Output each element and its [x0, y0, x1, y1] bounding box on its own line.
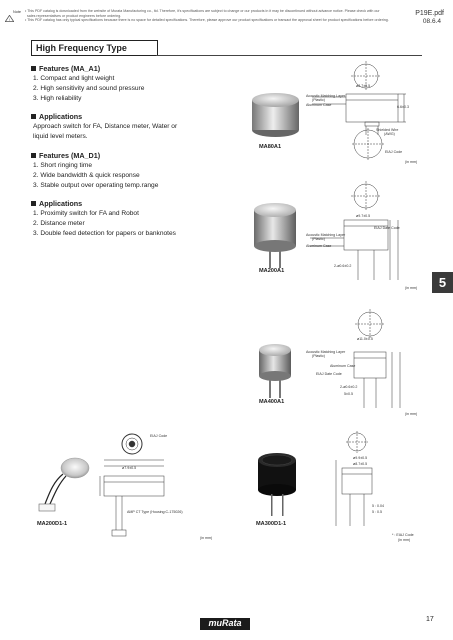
applications-d1-line-1: 1. Proximity switch for FA and Robot [33, 210, 139, 217]
applications-d1-heading: Applications [31, 199, 82, 208]
ma400a1-drawing [330, 308, 420, 423]
ma300d1-pitch2: 5 : 0.5 [372, 510, 382, 514]
ma200a1-photo [250, 200, 300, 275]
note-line-2: sales representatives or product enginee… [27, 13, 122, 18]
ma400a1-unit: (in mm) [405, 412, 418, 416]
ma200a1-label: MA200A1 [259, 268, 285, 274]
ma400a1-eiaj-date: EIAJ Date Code [316, 372, 342, 376]
ma300d1-dim-a: ø9.9±0.5 [353, 456, 368, 460]
ma80a1-case-label: Aluminum Case [306, 103, 332, 107]
features-a1-heading: Features (MA_A1) [31, 64, 100, 73]
ma200a1-case-label: Aluminum Case [306, 244, 332, 248]
ma400a1-dia: ø11.0±0.5 [357, 337, 373, 341]
page-number: 17 [426, 616, 434, 623]
features-a1-line-2: 2. High sensitivity and sound pressure [33, 85, 145, 92]
ma400a1-acoustic-label: Acoustic Matching Layer [306, 350, 346, 354]
ma200d1-eiaj-label: EIAJ Code [150, 434, 168, 438]
svg-text:!: ! [9, 17, 10, 22]
ma200d1-unit: (in mm) [200, 536, 213, 540]
ma80a1-eiaj-label: EIAJ Code [385, 150, 403, 154]
ma300d1-pitch: 5 : 0.04 [372, 504, 384, 508]
features-d1-line-2: 2. Wide bandwidth & quick response [33, 172, 140, 179]
applications-a1-line-2: liquid level meters. [33, 133, 88, 140]
ma300d1-photo [256, 448, 298, 525]
applications-a1-heading: Applications [31, 112, 82, 121]
ma400a1-label: MA400A1 [259, 399, 285, 405]
ma200a1-drawing [306, 180, 418, 297]
ma80a1-drawing [306, 60, 418, 173]
note-line-1: • This PDF catalog is downloaded from th… [25, 9, 380, 13]
ma200d1-label: MA200D1-1 [37, 521, 68, 527]
note-icon: ! [4, 9, 15, 27]
ma200d1-drawing [96, 430, 186, 545]
ma200a1-eiaj-date: EIAJ Date Code [374, 226, 400, 230]
ma80a1-photo [248, 90, 303, 145]
note-line-3: • This PDF catalog has only typical spec… [25, 18, 389, 22]
doc-date: 08.6.4 [422, 18, 441, 25]
features-d1-line-1: 1. Short ringing time [33, 162, 93, 169]
ma300d1-label: MA300D1-1 [256, 521, 287, 527]
ma300d1-dim-b: ø8.7±0.5 [353, 462, 368, 466]
ma200d1-amp-label: AMP CT Type (Housing:C-175026) [127, 510, 183, 514]
ma200a1-dia: ø9.7±0.5 [356, 214, 371, 218]
note-label: Note [13, 10, 22, 14]
ma80a1-unit: (in mm) [405, 160, 418, 164]
ma200a1-acoustic-label: Acoustic Matching Layer [306, 233, 346, 237]
applications-d1-line-3: 3. Double feed detection for papers or b… [33, 230, 176, 237]
features-a1-line-3: 3. High reliability [33, 95, 82, 102]
ma400a1-case-label: Aluminum Case [330, 364, 356, 368]
ma300d1-eiaj-note: * : EIAJ Code [392, 533, 414, 537]
title-rule [156, 55, 422, 56]
ma300d1-drawing [324, 430, 399, 535]
ma400a1-photo [255, 342, 295, 405]
ma80a1-awg-label: (AWG) [384, 132, 395, 136]
features-d1-heading: Features (MA_D1) [31, 151, 100, 160]
section-tab: 5 [432, 272, 453, 293]
ma200d1-photo [35, 454, 95, 521]
ma400a1-pitch2: 5±0.5 [344, 392, 353, 396]
applications-a1-line-1: Approach switch for FA, Distance meter, … [33, 123, 178, 130]
ma80a1-height: 6.6±0.3 [397, 105, 409, 109]
ma200a1-unit: (in mm) [405, 286, 418, 290]
ma80a1-label: MA80A1 [259, 144, 282, 150]
ma200d1-dia: ø7.9±0.5 [122, 466, 137, 470]
ma300d1-unit: (in mm) [398, 538, 411, 542]
ma400a1-pitch: 2-ø0.6±0.2 [340, 385, 358, 389]
ma80a1-acoustic-label: Acoustic Matching Layer [306, 94, 346, 98]
ma80a1-dia: ø8.7±0.5 [356, 84, 371, 88]
applications-d1-line-2: 2. Distance meter [33, 220, 85, 227]
ma200a1-plastic-label: (Plastic) [312, 237, 325, 241]
ma200a1-pitch: 2-ø0.6±0.2 [334, 264, 352, 268]
ma400a1-plastic-label: (Plastic) [312, 354, 325, 358]
features-d1-line-3: 3. Stable output over operating temp.ran… [33, 182, 159, 189]
ma80a1-wire-label: Shielded Wire [376, 128, 399, 132]
brand-logo: muRata [200, 618, 250, 630]
features-a1-line-1: 1. Compact and light weight [33, 75, 115, 82]
ma80a1-plastic-label: (Plastic) [312, 98, 325, 102]
page-title: High Frequency Type [31, 40, 158, 56]
doc-id: P19E.pdf [415, 10, 444, 17]
